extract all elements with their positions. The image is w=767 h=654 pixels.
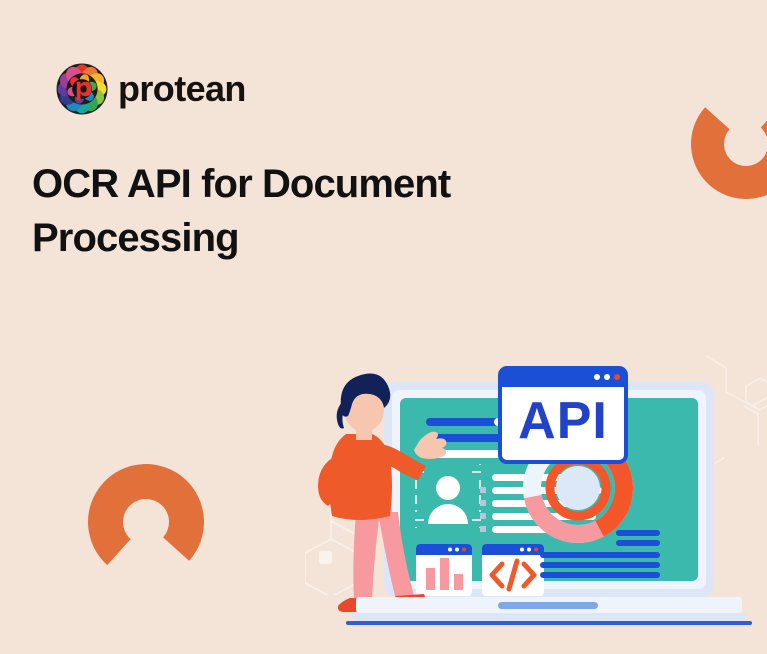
protean-mandala-logo-icon bbox=[56, 63, 108, 115]
page-title: OCR API for Document Processing bbox=[32, 162, 451, 260]
person-pointing-at-screen bbox=[318, 373, 447, 612]
bar-chart-widget bbox=[416, 544, 472, 596]
brand-logo[interactable]: protean bbox=[56, 63, 246, 115]
ocr-api-laptop-illustration: API bbox=[316, 362, 767, 634]
orange-arc-bottom-left-icon bbox=[88, 464, 204, 566]
donut-caption-lines bbox=[540, 530, 660, 578]
code-widget bbox=[482, 544, 544, 596]
id-scan-card bbox=[415, 464, 481, 528]
orange-arc-top-right-icon bbox=[691, 103, 767, 199]
brand-wordmark: protean bbox=[118, 68, 246, 109]
api-window: API bbox=[498, 366, 628, 464]
api-window-label: API bbox=[518, 392, 608, 450]
